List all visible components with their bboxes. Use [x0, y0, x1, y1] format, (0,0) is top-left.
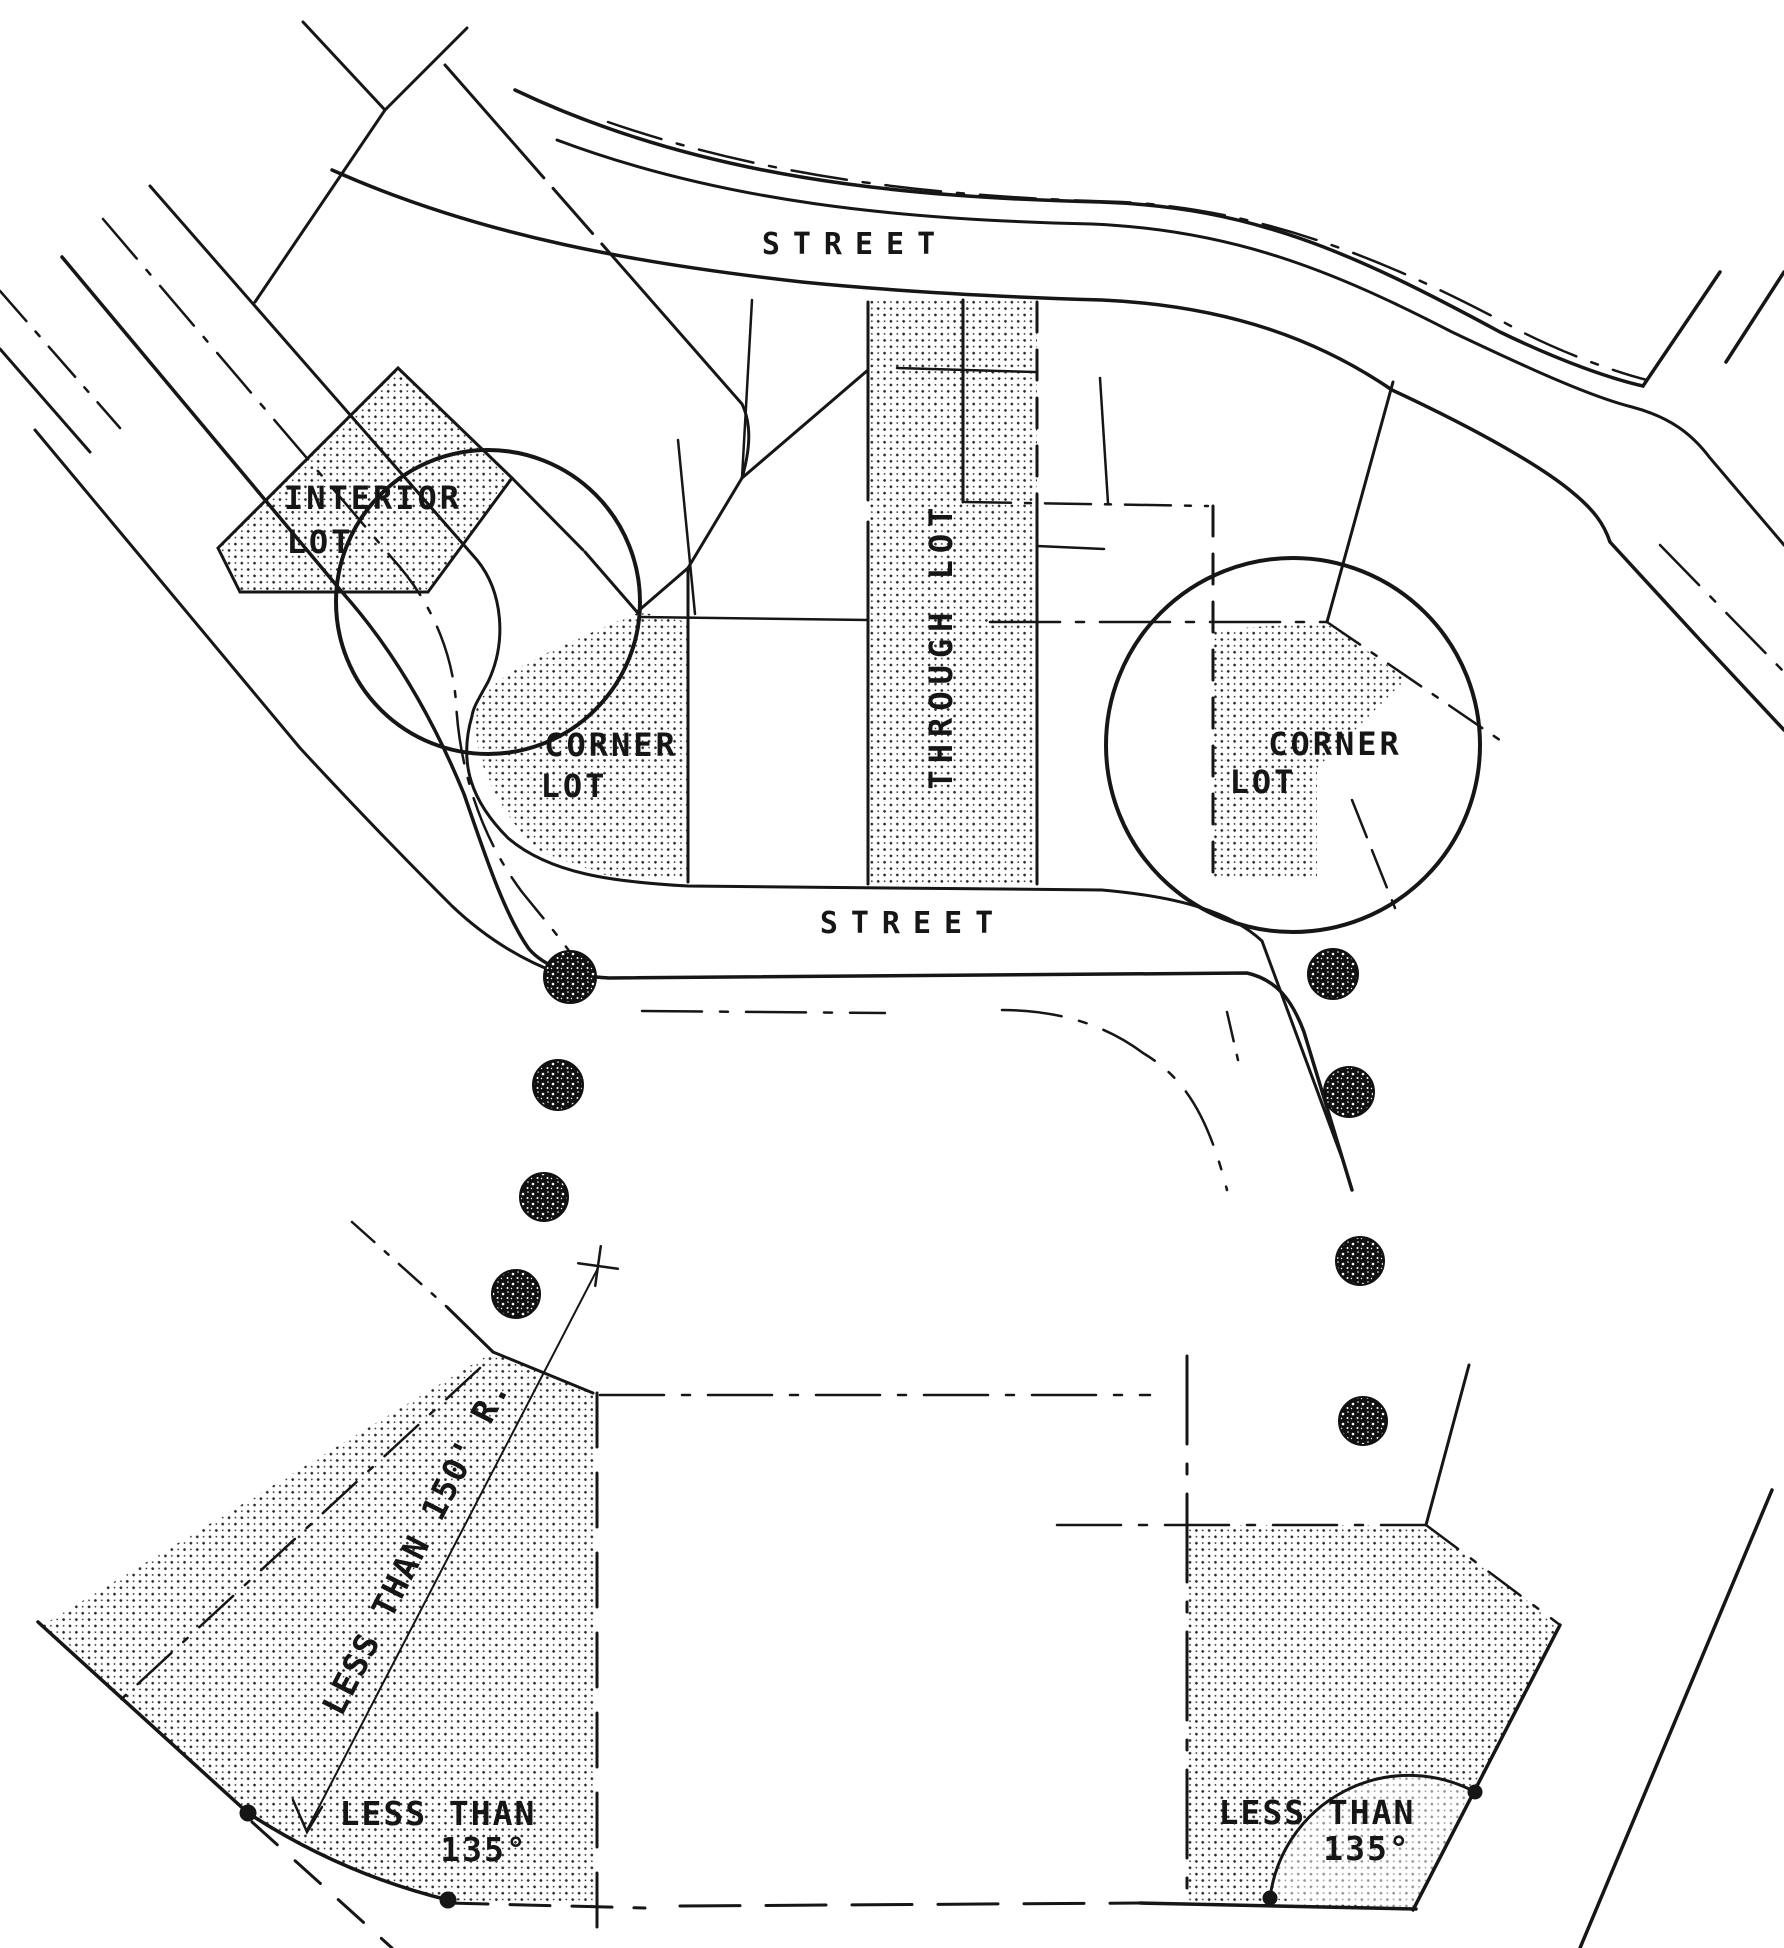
shaded-lots: [43, 299, 1560, 1910]
detail-left-street-edge: [36, 1620, 250, 1815]
angle-label-right-2: 135°: [1323, 1829, 1410, 1868]
mid-block-line-3: [740, 298, 754, 480]
detail-left-side-dashdot: [350, 1220, 449, 1309]
arc-light-overlays: [248, 1775, 1475, 1944]
bottom-street-row-dashdot-2: [1000, 1008, 1229, 1192]
corner-right-inner-dash: [1350, 798, 1397, 910]
top-street-corner-return: [1724, 270, 1784, 364]
detail-right-se-dashdot: [1424, 1523, 1562, 1627]
arc-point-right-2: [1467, 1784, 1483, 1800]
detail-left-side-solid: [445, 1305, 495, 1354]
detail-left-tangent-dashes: [250, 1820, 394, 1948]
right-block-lot-line-2: [1098, 376, 1110, 505]
far-left-centerline: [0, 289, 122, 430]
leader-dots: [491, 948, 1388, 1446]
tangent-point-left-2: [439, 1891, 457, 1909]
left-street-mid-line: [60, 255, 1354, 1192]
junction-left-2: [635, 566, 690, 614]
junction-left-3: [686, 476, 744, 570]
top-street-north-inner: [555, 138, 1784, 547]
top-street-south-edge: [330, 168, 1784, 732]
corner-lot-left-circle: [334, 448, 642, 756]
corner-lot-left-shading: [475, 612, 688, 880]
left-street-centerline: [101, 217, 574, 957]
se-street-west-stub: [1225, 1010, 1240, 1062]
detail-left-bottom-dashes: [446, 1901, 647, 1910]
top-diagram-lines: [0, 20, 1784, 1192]
corner-right-side-line: [1325, 380, 1395, 624]
angle-label-left-1: LESS THAN: [340, 1794, 537, 1833]
bottom-street-row-dashdot-1: [640, 1009, 887, 1015]
corner-lot-right-label-2: LOT: [1230, 763, 1297, 801]
mid-block-line-1: [740, 368, 870, 480]
lot-line-c1: [253, 108, 387, 304]
radius-arrowhead: [291, 1798, 324, 1835]
tangent-point-left-1: [239, 1804, 257, 1822]
detail-right-angle-arc: [1268, 1773, 1477, 1900]
block-street-edge-a: [148, 184, 502, 718]
corner-lot-left-label-1: CORNER: [544, 726, 678, 764]
detail-left-curb-arc: [246, 1811, 450, 1902]
detail-left-shading: [43, 1352, 597, 1905]
right-diagonal-street-centerline: [1658, 543, 1784, 674]
detail-left-radius-line: [306, 1267, 599, 1831]
interior-lot-shading: [218, 368, 512, 592]
left-street-sw-edge: [33, 428, 562, 976]
detail-right-inner-street-edge: [1411, 1623, 1562, 1912]
lot-line-d2: [383, 26, 469, 112]
mid-block-line-2: [676, 438, 697, 616]
street-bottom-label: STREET: [820, 906, 1006, 941]
detail-right-shading: [1187, 1525, 1560, 1910]
street-top-label: STREET: [762, 227, 948, 262]
lot-line-d: [301, 20, 387, 112]
corner-lot-right-circle: [1104, 556, 1482, 934]
junction-left-1: [583, 550, 639, 614]
interior-lot-label-2: LOT: [287, 523, 354, 561]
detail-left-lines: [36, 1220, 1152, 1948]
detail-right-side-line: [1424, 1363, 1471, 1527]
top-street-centerline: [606, 120, 1649, 382]
detail-right-outer-street-edge: [1578, 1488, 1774, 1948]
right-block-short-line: [1035, 544, 1106, 551]
interior-lot-outline: [216, 365, 514, 594]
rear-lot-line-left: [638, 615, 870, 622]
through-lot-shading: [868, 299, 1037, 884]
corner-lot-right-shading: [1213, 622, 1408, 878]
through-lot-label: THROUGH LOT: [922, 501, 960, 790]
angle-label-right-1: LESS THAN: [1219, 1793, 1416, 1832]
right-block-rear-dashdot: [963, 500, 1210, 508]
angle-label-left-2: 135°: [440, 1830, 527, 1869]
corner-lot-right-label-1: CORNER: [1268, 725, 1402, 763]
detail-right-lines: [1055, 1354, 1774, 1948]
interior-lot-label-1: INTERIOR: [284, 479, 462, 517]
detail-right-bottom-edge: [1138, 1901, 1418, 1911]
arc-point-right-1: [1262, 1890, 1278, 1906]
emphasis-circles: [334, 448, 1482, 934]
detail-left-row-dashdot: [113, 1366, 482, 1707]
through-lot-front-line: [895, 366, 1037, 374]
radius-center-cross: [576, 1244, 620, 1288]
corner-lot-left-label-2: LOT: [541, 767, 608, 805]
between-details-bottom-dashes: [678, 1901, 1142, 1908]
top-street-north-outer: [513, 88, 1722, 388]
lot-line-e: [443, 63, 751, 480]
far-left-edge: [0, 347, 92, 454]
interior-lot-extension: [510, 476, 585, 552]
